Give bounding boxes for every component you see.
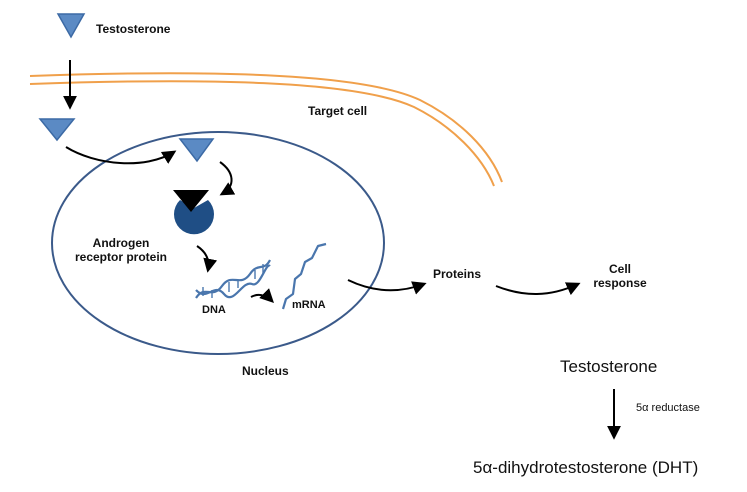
testosterone-triangle-icon xyxy=(178,138,215,163)
enzyme-label: 5α reductase xyxy=(636,402,700,414)
cell-membrane xyxy=(29,72,503,187)
arrow-to-dna xyxy=(196,245,218,273)
androgen-receptor-icon xyxy=(173,190,215,235)
mrna-strand-icon xyxy=(281,242,327,310)
target-cell-label: Target cell xyxy=(308,104,368,118)
dna-label: DNA xyxy=(202,304,226,316)
arrow-dna-to-mrna xyxy=(250,288,274,303)
androgen-receptor-label-line1: Androgen xyxy=(92,236,150,250)
androgen-receptor-label: Androgen receptor protein xyxy=(70,236,172,264)
pathway-arrows xyxy=(63,60,621,440)
proteins-label: Proteins xyxy=(433,267,482,281)
cell-response-label-line1: Cell xyxy=(608,262,631,276)
testosterone-triangle-icon xyxy=(56,13,86,39)
arrow-to-proteins xyxy=(347,279,427,295)
nucleus-outline xyxy=(51,131,385,355)
arrow-to-nucleus xyxy=(65,146,177,165)
testosterone-top-label: Testosterone xyxy=(96,22,171,36)
arrow-to-receptor xyxy=(219,161,236,196)
androgen-receptor-label-line2: receptor protein xyxy=(74,250,167,264)
cell-response-label-line2: response xyxy=(593,276,647,290)
testosterone-bottom-label: Testosterone xyxy=(560,357,658,376)
nucleus-label: Nucleus xyxy=(242,364,289,378)
testosterone-triangle-icon xyxy=(38,118,76,142)
dht-label: 5α-dihydrotestosterone (DHT) xyxy=(473,458,699,477)
cell-response-label: Cell response xyxy=(580,262,660,290)
dna-helix-icon xyxy=(195,259,272,299)
mrna-label: mRNA xyxy=(292,299,326,311)
arrow-to-response xyxy=(495,282,581,296)
